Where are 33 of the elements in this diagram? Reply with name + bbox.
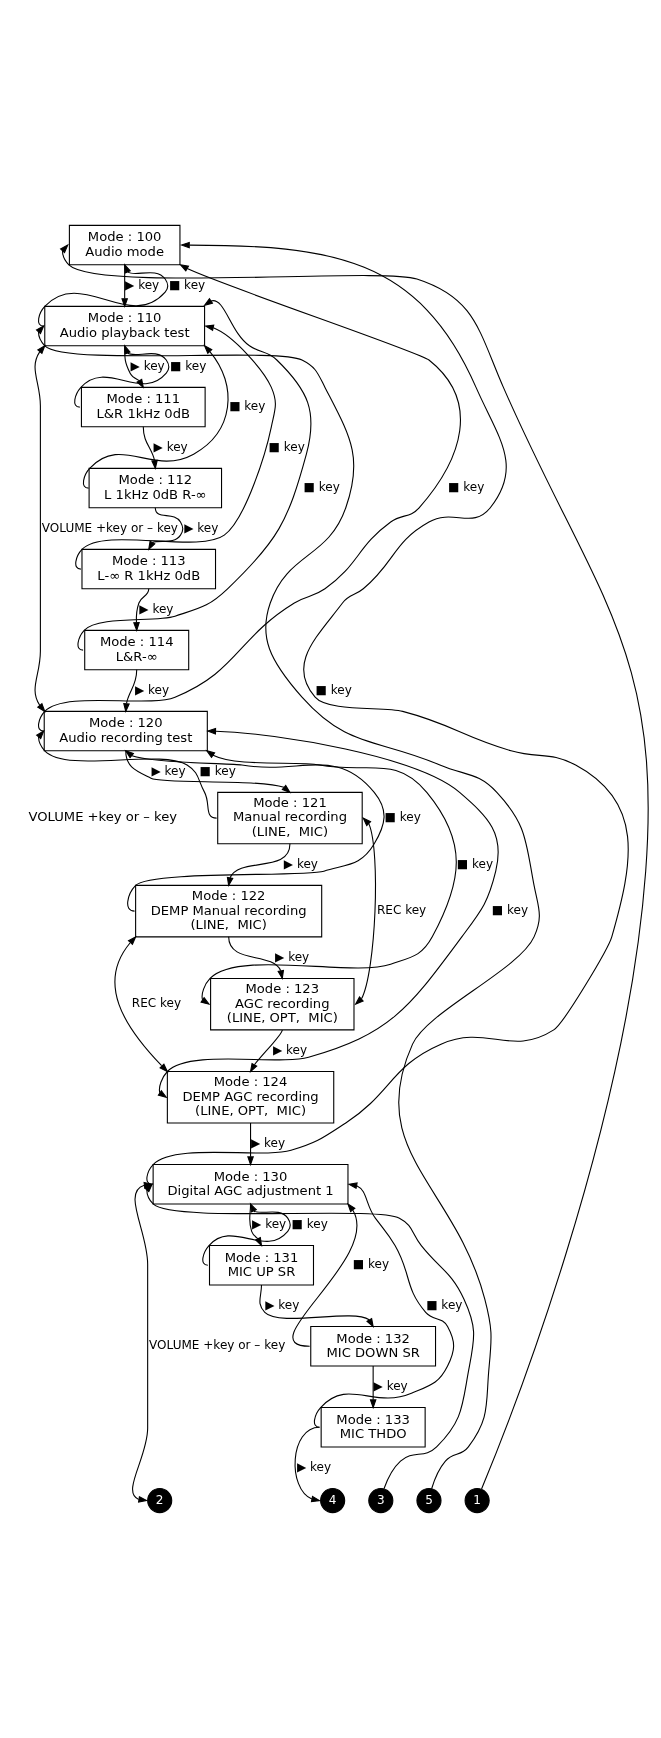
edge-label: ■ key xyxy=(199,763,236,778)
edge-label: ■ key xyxy=(303,480,340,495)
edge-label: ■ key xyxy=(448,480,485,495)
edge-label: ▶ key xyxy=(275,949,310,964)
edge-label: ■ key xyxy=(291,1216,328,1231)
edge-label: ▶ key xyxy=(139,601,174,616)
edge-label: ■ key xyxy=(268,439,305,454)
edge-label: ■ key xyxy=(170,358,207,373)
edge-label: ▶ key xyxy=(184,520,219,535)
edge-label: ▶ key xyxy=(134,682,170,697)
edge-label: ▶ key xyxy=(125,277,160,292)
edge-label: ▶ key xyxy=(283,856,318,871)
edge-label: ■ key xyxy=(426,1297,463,1312)
edge-label: ■ key xyxy=(168,277,206,292)
edge-label: ■ key xyxy=(229,399,266,414)
edge-label: ■ key xyxy=(491,903,529,918)
edge-label: ■ key xyxy=(456,856,494,871)
edge-label: ▶ key xyxy=(272,1042,308,1057)
edge-label: VOLUME +key or – key xyxy=(41,520,178,535)
edge-label: ▶ key xyxy=(250,1135,286,1150)
edge-label: ■ key xyxy=(384,810,421,825)
edge-label: ■ key xyxy=(352,1257,390,1272)
edge-label: REC key xyxy=(376,903,427,918)
edge-label: ▶ key xyxy=(296,1459,332,1474)
edge-label: ▶ key xyxy=(265,1297,300,1312)
edge-label: ▶ key xyxy=(252,1216,287,1231)
edge-label: ▶ key xyxy=(130,358,165,373)
label: VOLUME +key or – key xyxy=(28,809,178,825)
edge-label: VOLUME +key or – key xyxy=(149,1338,286,1353)
edge-label: ▶ key xyxy=(151,763,186,778)
edge-label: ▶ key xyxy=(153,439,188,454)
edge-label: ■ key xyxy=(315,682,352,697)
edge-label: REC key xyxy=(131,996,182,1011)
